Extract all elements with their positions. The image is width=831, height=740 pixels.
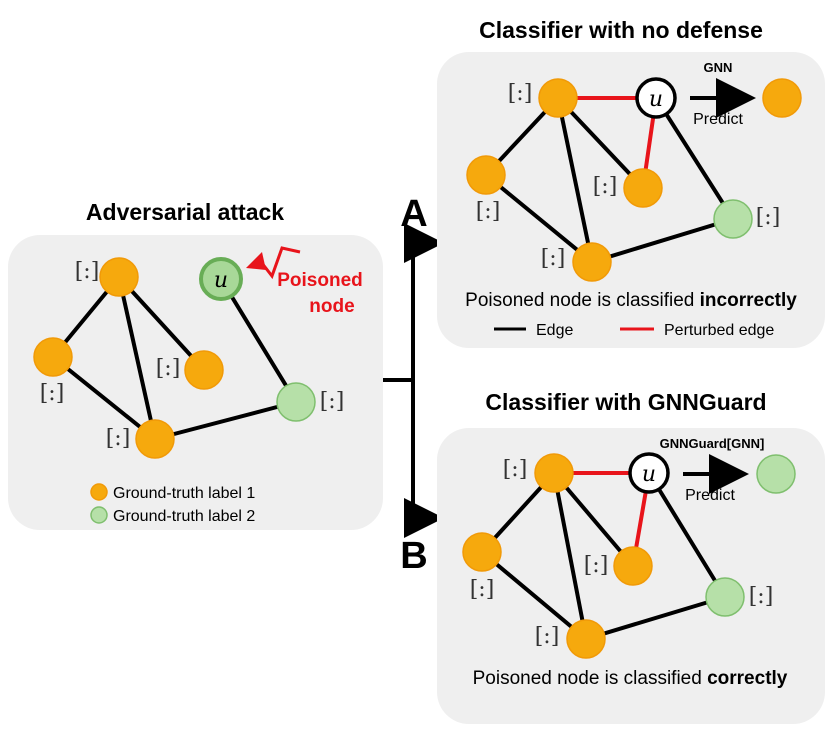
poisoned-node-label-line1: Poisoned: [277, 270, 363, 291]
orange-node: [534, 453, 574, 493]
predicted-green-node: [756, 454, 796, 494]
caption-correctly: correctly: [707, 668, 788, 689]
edge: [647, 471, 727, 599]
orange-node: [184, 350, 224, 390]
no-defense-caption: Poisoned node is classified incorrectly: [465, 290, 797, 311]
gnn-model-label: GNN: [704, 60, 733, 75]
node-u-label: u: [214, 268, 228, 293]
branch-letter-b: B: [400, 535, 427, 577]
caption-prefix: Poisoned node is classified: [465, 290, 699, 311]
legend-edge-label: Edge: [536, 322, 573, 339]
feature-vector: [:]: [470, 577, 495, 602]
feature-vector: [:]: [320, 389, 345, 414]
edge: [480, 550, 588, 641]
feature-vector: [:]: [535, 624, 560, 649]
feature-vector: [:]: [541, 246, 566, 271]
orange-node: [462, 532, 502, 572]
no-defense-panel: Classifier with no defense u [:] [:] [:]…: [437, 17, 825, 348]
edge: [654, 96, 735, 221]
adversarial-attack-title: Adversarial attack: [86, 199, 284, 225]
legend-green-swatch: [90, 506, 108, 524]
feature-vector: [:]: [749, 584, 774, 609]
feature-vector: [:]: [106, 426, 131, 451]
orange-node: [538, 78, 578, 118]
feature-vector: [:]: [593, 174, 618, 199]
legend-label2: Ground-truth label 2: [113, 508, 255, 525]
target-node-u: [635, 77, 677, 119]
edge: [556, 96, 645, 190]
orange-node: [566, 619, 606, 659]
edge: [590, 217, 735, 264]
caption-prefix: Poisoned node is classified: [473, 668, 707, 689]
feature-vector: [:]: [756, 205, 781, 230]
poisoned-node-label-line2: node: [309, 296, 354, 317]
poison-arrowhead-icon: [246, 252, 266, 270]
feature-vector: [:]: [503, 457, 528, 482]
gnnguard-title: Classifier with GNNGuard: [485, 389, 766, 415]
branch-connector: A B: [383, 193, 444, 577]
orange-node: [33, 337, 73, 377]
orange-node: [466, 155, 506, 195]
adversarial-attack-panel: Adversarial attack u Poisoned node [:] […: [8, 199, 383, 530]
feature-vector: [:]: [508, 81, 533, 106]
feature-vector: [:]: [584, 553, 609, 578]
legend-perturbed-edge-label: Perturbed edge: [664, 322, 774, 339]
edge: [552, 471, 635, 568]
edge: [153, 400, 298, 441]
edge: [584, 595, 727, 641]
legend-orange-swatch: [90, 483, 108, 501]
poisoned-node-u: [199, 257, 243, 301]
predict-label: Predict: [693, 111, 743, 128]
gnnguard-caption: Poisoned node is classified correctly: [473, 668, 788, 689]
orange-node: [623, 168, 663, 208]
feature-vector: [:]: [75, 259, 100, 284]
feature-vector: [:]: [476, 199, 501, 224]
edge: [51, 355, 157, 441]
gnnguard-model-label: GNNGuard[GNN]: [660, 436, 765, 451]
feature-vector: [:]: [156, 356, 181, 381]
orange-node: [613, 546, 653, 586]
node-u-label: u: [649, 87, 663, 112]
gnnguard-panel: Classifier with GNNGuard u [:] [:] [:] […: [437, 389, 825, 724]
edge: [484, 173, 594, 264]
green-node: [705, 577, 745, 617]
orange-node: [135, 419, 175, 459]
edge: [117, 275, 157, 441]
target-node-u: [628, 452, 670, 494]
orange-node: [572, 242, 612, 282]
node-u-label: u: [642, 462, 656, 487]
green-node: [276, 382, 316, 422]
legend-label1: Ground-truth label 1: [113, 485, 255, 502]
edge: [552, 471, 588, 641]
predicted-orange-node: [762, 78, 802, 118]
edge: [556, 96, 594, 264]
branch-letter-a: A: [400, 193, 427, 235]
green-node: [713, 199, 753, 239]
feature-vector: [:]: [40, 381, 65, 406]
edge: [219, 277, 298, 404]
no-defense-title: Classifier with no defense: [479, 17, 763, 43]
edge: [117, 275, 206, 372]
predict-label: Predict: [685, 487, 735, 504]
caption-incorrectly: incorrectly: [700, 290, 798, 311]
orange-node: [99, 257, 139, 297]
